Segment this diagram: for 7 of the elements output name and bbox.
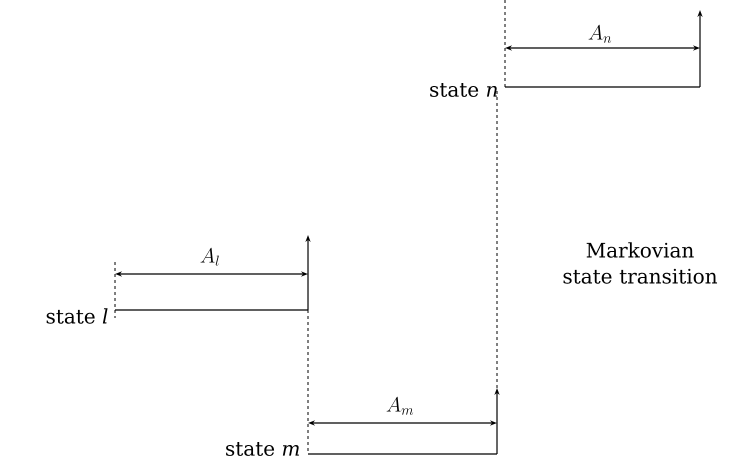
duration-label: $A_n$ [588,24,612,43]
state-label: state n [430,83,497,97]
transition-label: Markovian state transition [564,242,718,284]
state-label: state m [226,442,300,456]
state-label: state l [46,308,108,324]
duration-label: $A_l$ [200,248,219,266]
duration-label: $A_m$ [386,396,414,415]
